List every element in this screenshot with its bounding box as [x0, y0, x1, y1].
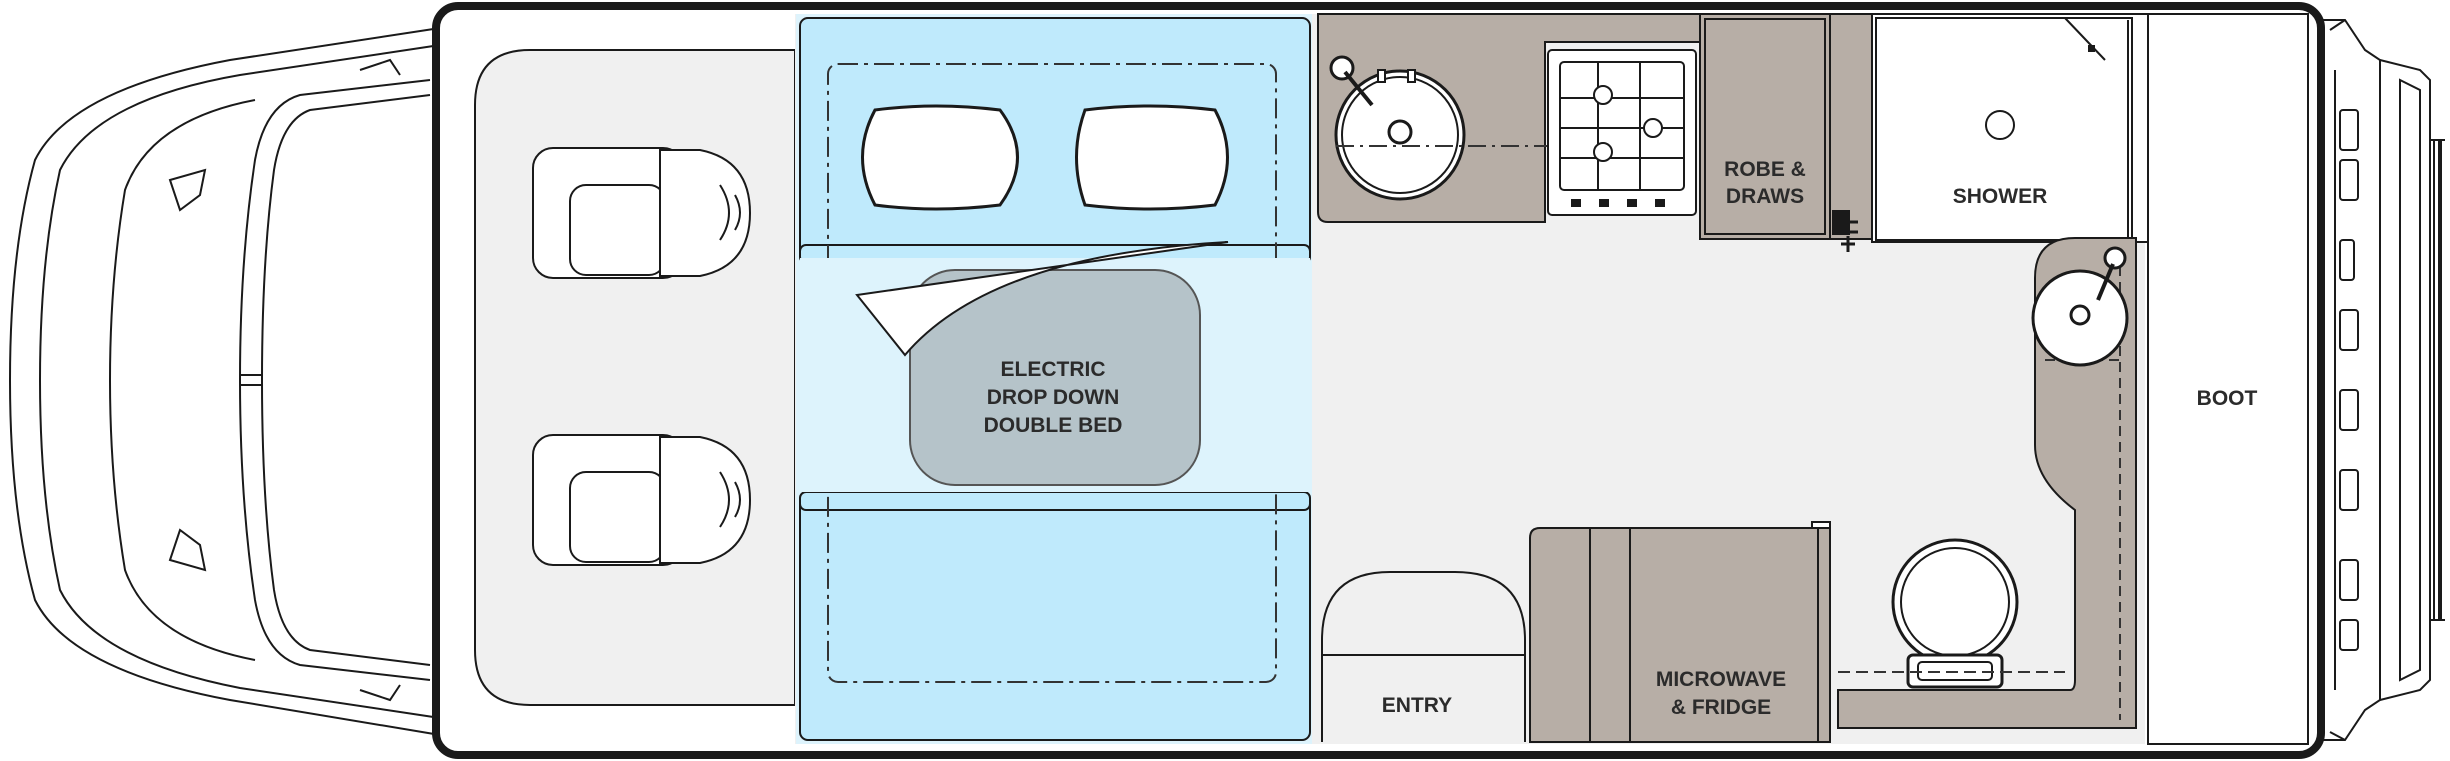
bed-label-line3: DOUBLE BED [984, 414, 1123, 437]
boot [2147, 13, 2309, 745]
robe-label-line2: DRAWS [1726, 185, 1804, 208]
rear-light-bar [2430, 139, 2445, 621]
robe-label: ROBE & DRAWS [1724, 158, 1806, 208]
pillow-left [861, 104, 1019, 211]
bed-fold-corner [855, 241, 1229, 357]
kitchen-sink [1329, 55, 1556, 201]
vehicle-cab [8, 27, 441, 736]
bed-pillows [861, 104, 1229, 211]
bed-label-line1: ELECTRIC [1001, 358, 1106, 381]
microwave-fridge-cabinet [1529, 521, 1831, 743]
microwave-label: MICROWAVE & FRIDGE [1656, 668, 1786, 719]
drop-down-bed [909, 269, 1201, 486]
toilet [1838, 538, 2065, 689]
robe-label-line1: ROBE & [1724, 158, 1806, 181]
bed-label-line2: DROP DOWN [987, 386, 1120, 409]
boot-label: BOOT [2197, 387, 2258, 410]
driver-seat [532, 147, 752, 279]
cooktop [1547, 49, 1697, 216]
robe-and-draws [1699, 13, 1873, 252]
passenger-seat [532, 434, 752, 566]
rear-bumper [2318, 19, 2431, 741]
entry-door [1321, 571, 1526, 742]
bed-label: ELECTRIC DROP DOWN DOUBLE BED [984, 358, 1123, 437]
microwave-label-line1: MICROWAVE [1656, 668, 1786, 691]
microwave-label-line2: & FRIDGE [1671, 696, 1771, 719]
shower-label: SHOWER [1953, 185, 2048, 208]
entry-label: ENTRY [1382, 694, 1452, 717]
bathroom-vanity [1837, 237, 2137, 729]
pillow-right [1075, 104, 1229, 211]
shower [1871, 13, 2149, 243]
